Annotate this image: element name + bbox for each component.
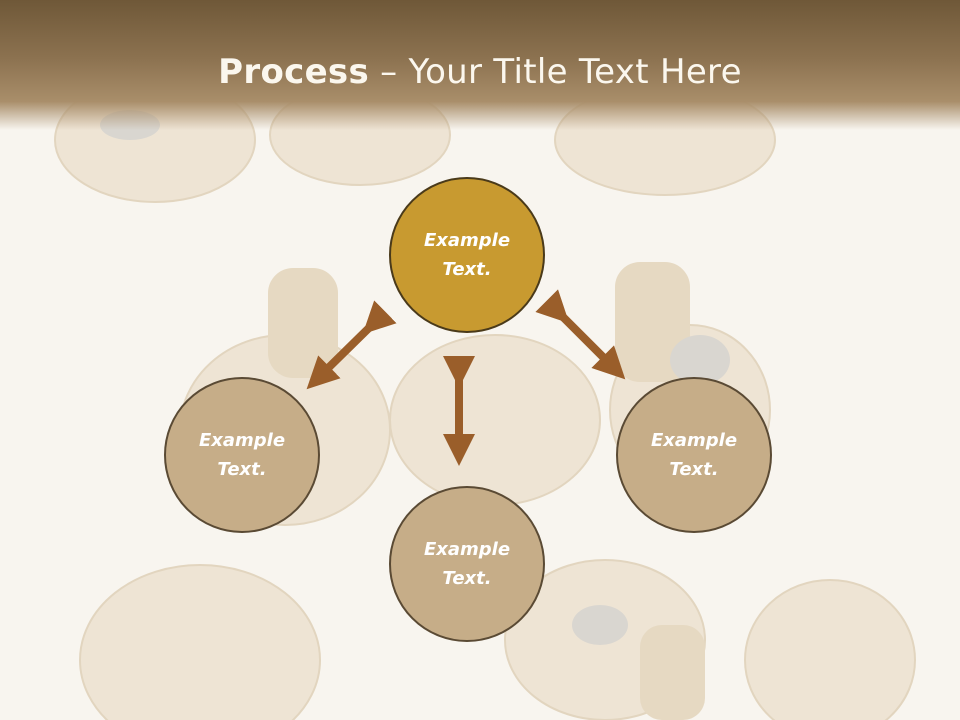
node-left-label: Example Text. — [198, 430, 286, 480]
title-rest-part: – Your Title Text Here — [369, 52, 742, 92]
node-bottom-label: Example Text. — [423, 539, 511, 589]
slide-title: Process – Your Title Text Here — [0, 52, 960, 92]
title-bar — [0, 0, 960, 130]
node-right: Example Text. — [616, 377, 772, 533]
node-top: Example Text. — [389, 177, 545, 333]
arrow-top-right — [535, 289, 626, 380]
node-bottom: Example Text. — [389, 486, 545, 642]
node-left: Example Text. — [164, 377, 320, 533]
node-top-label: Example Text. — [423, 230, 511, 280]
arrow-top-left — [306, 300, 397, 390]
title-bold-part: Process — [218, 52, 370, 92]
node-right-label: Example Text. — [650, 430, 738, 480]
